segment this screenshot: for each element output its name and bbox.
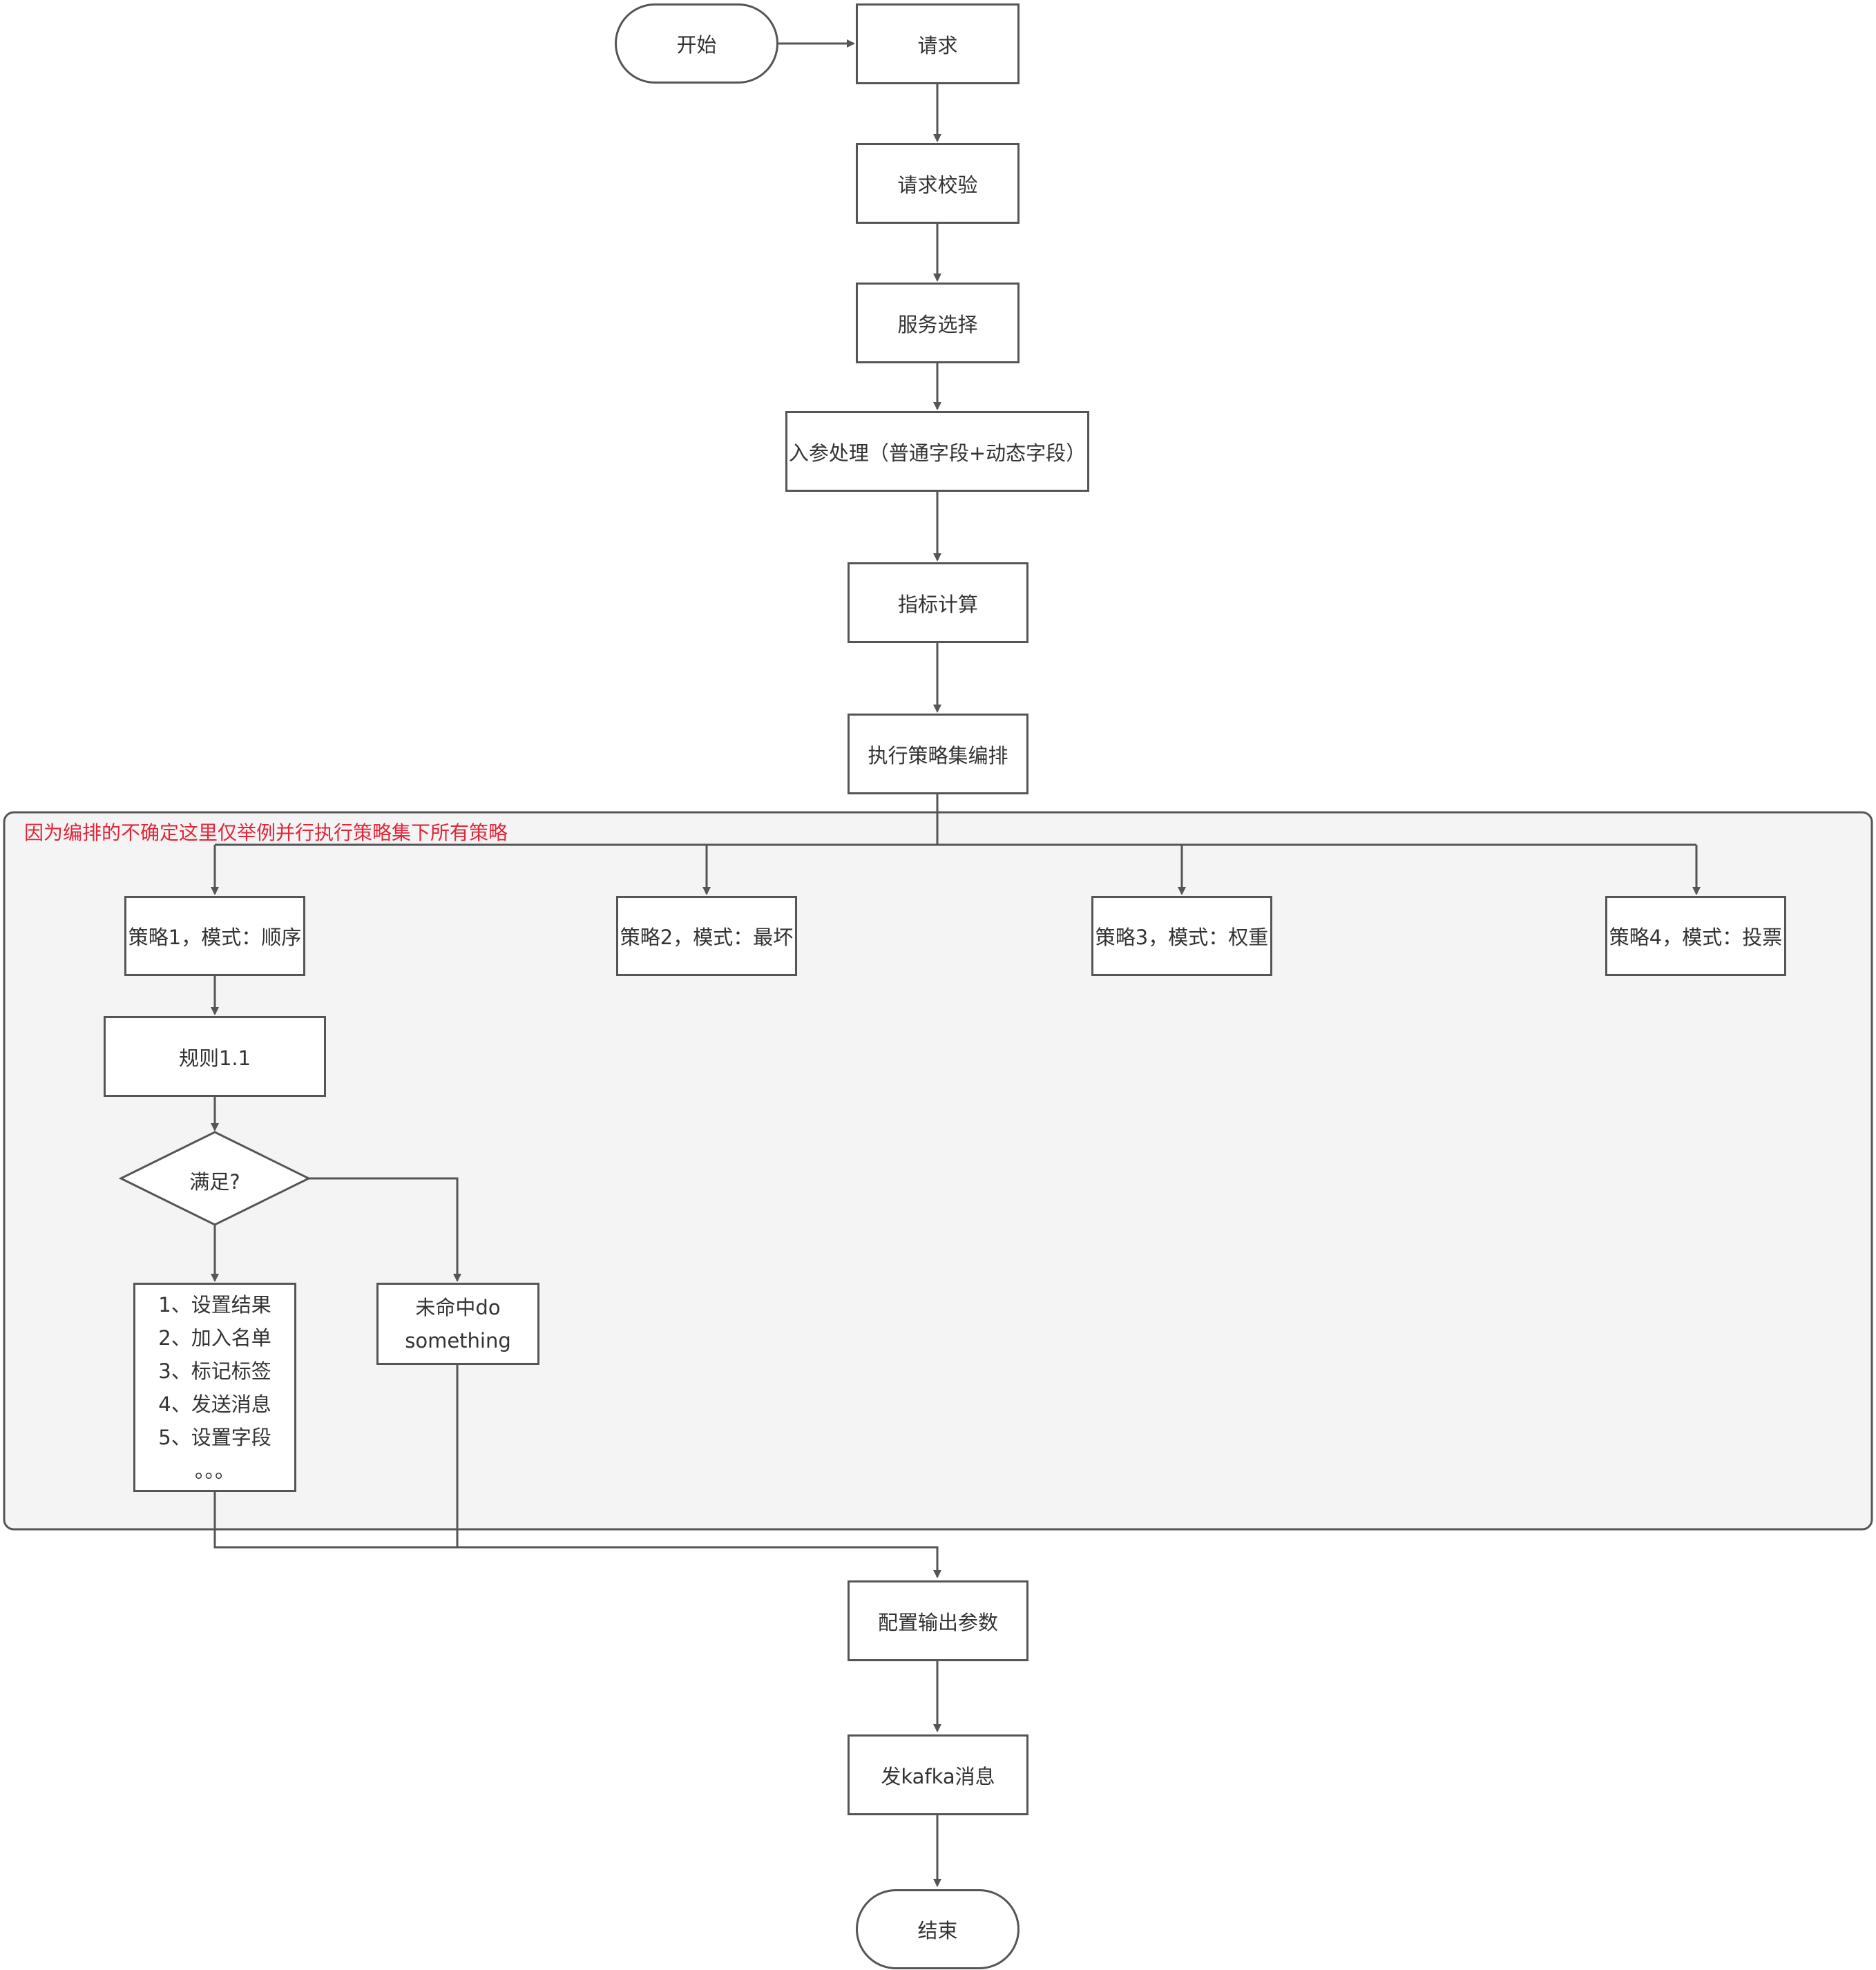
node-param-process: 入参处理（普通字段+动态字段） bbox=[785, 411, 1089, 492]
action-item: 1、设置结果 bbox=[158, 1292, 271, 1317]
node-metric-calc: 指标计算 bbox=[848, 562, 1028, 643]
edge-decision-miss bbox=[309, 1177, 461, 1282]
decision-label: 满足? bbox=[189, 1170, 240, 1194]
node-actions: 1、设置结果 2、加入名单 3、标记标签 4、发送消息 5、设置字段 。。。 bbox=[133, 1283, 296, 1492]
node-miss: 未命中do something bbox=[376, 1283, 539, 1365]
node-output-params: 配置输出参数 bbox=[848, 1580, 1028, 1661]
node-service-select: 服务选择 bbox=[856, 283, 1020, 363]
action-item: 4、发送消息 bbox=[158, 1392, 271, 1416]
node-start: 开始 bbox=[615, 3, 778, 84]
node-exec-strategy: 执行策略集编排 bbox=[848, 714, 1028, 794]
node-kafka: 发kafka消息 bbox=[848, 1734, 1028, 1815]
node-validate: 请求校验 bbox=[856, 143, 1020, 224]
node-strategy2: 策略2，模式：最坏 bbox=[616, 896, 797, 976]
action-item: 5、设置字段 bbox=[158, 1425, 271, 1449]
node-end: 结束 bbox=[856, 1889, 1020, 1969]
edge-actions-merge bbox=[213, 1492, 941, 1578]
node-request: 请求 bbox=[856, 3, 1020, 84]
node-strategy4: 策略4，模式：投票 bbox=[1605, 896, 1786, 976]
action-item: 。。。 bbox=[194, 1458, 235, 1482]
node-rule: 规则1.1 bbox=[104, 1016, 326, 1097]
action-item: 3、标记标签 bbox=[158, 1359, 271, 1383]
group-note: 因为编排的不确定这里仅举例并行执行策略集下所有策略 bbox=[24, 821, 508, 844]
miss-line: something bbox=[405, 1328, 511, 1352]
node-strategy1: 策略1，模式：顺序 bbox=[124, 896, 305, 976]
decision-diamond bbox=[118, 1131, 312, 1226]
action-item: 2、加入名单 bbox=[158, 1326, 271, 1350]
node-strategy3: 策略3，模式：权重 bbox=[1091, 896, 1272, 976]
miss-line: 未命中do bbox=[415, 1295, 501, 1319]
